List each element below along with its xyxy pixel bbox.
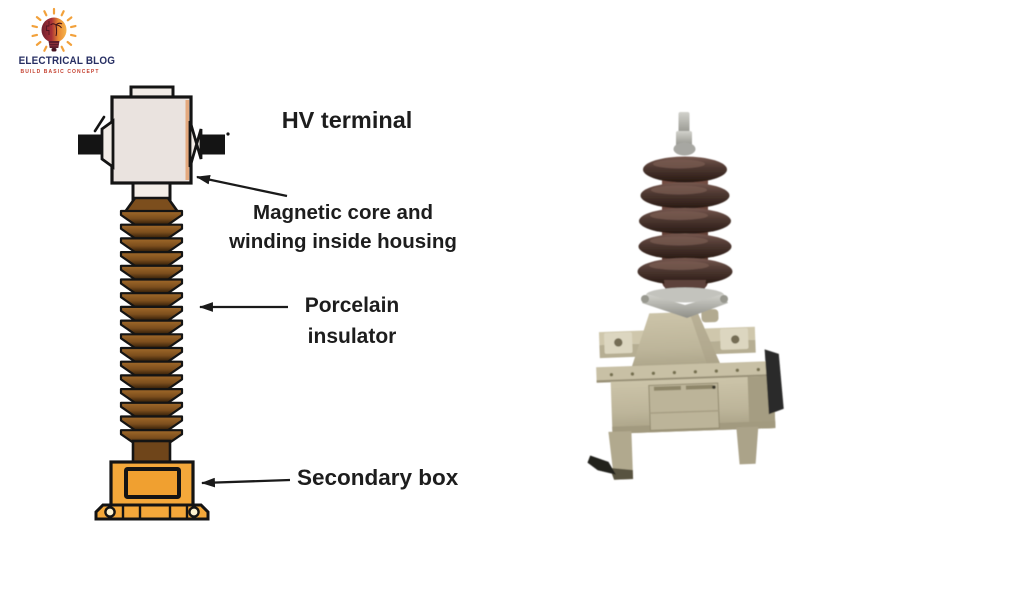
bolt-hole (188, 506, 200, 518)
logo: ELECTRICAL BLOG BUILD BASIC CONCEPT (12, 2, 116, 82)
cover-vent (685, 384, 713, 390)
photo-hv-stud (673, 112, 696, 156)
label-porcelain-insulator: Porcelain insulator (262, 290, 442, 352)
lightbulb-logo-icon (31, 7, 77, 52)
leader-arrows (195, 174, 291, 488)
pt-schematic (78, 85, 230, 521)
housing-box (110, 95, 193, 185)
label-porcelain-line1: Porcelain (304, 294, 400, 317)
bulb-tip (51, 48, 57, 52)
label-porcelain-line2: insulator (307, 325, 397, 348)
bracket-hole (614, 338, 623, 347)
cover-seam (649, 410, 719, 414)
photo-foot-bracket (587, 455, 616, 475)
transformer-photo (587, 112, 784, 480)
secondary-box-panel (124, 467, 181, 499)
photo-secondary-cover (648, 382, 720, 431)
left-bushing (100, 118, 115, 170)
secondary-box-drawing (94, 460, 210, 521)
bulb-base (48, 41, 60, 48)
cover-dot (712, 385, 716, 389)
stray-tick-mark (93, 115, 106, 133)
cover-vent (653, 385, 681, 391)
photo-left-leg (608, 431, 634, 480)
bulb-glass (41, 17, 67, 43)
logo-rays (31, 7, 77, 52)
bulb-palm-detail (50, 22, 63, 37)
photo-clamp-collar (641, 287, 728, 318)
photo-porcelain-sheds (637, 156, 733, 285)
hv-terminal-housing (78, 85, 225, 202)
left-hv-stud (78, 134, 105, 155)
label-magnetic-core-line1: Magnetic core and (253, 201, 433, 224)
logo-title: ELECTRICAL BLOG (18, 55, 116, 67)
porcelain-insulator-drawing (119, 196, 184, 468)
left-leg-foot (609, 467, 634, 480)
lid-edge (596, 374, 771, 383)
label-hv-terminal: HV terminal (281, 107, 413, 133)
right-hv-stud (199, 134, 225, 155)
bulb-circuit-detail (46, 21, 50, 35)
logo-tagline: BUILD BASIC CONCEPT (20, 69, 100, 75)
photo-tank-assembly (587, 309, 784, 480)
insulator-cap (122, 196, 181, 214)
bracket-hole (731, 335, 740, 344)
label-magnetic-core: Magnetic core and winding inside housing (226, 199, 460, 256)
photo-right-leg (736, 426, 759, 465)
label-magnetic-core-line2: winding inside housing (229, 229, 457, 253)
right-bushing (188, 120, 203, 168)
stray-dot (226, 132, 230, 136)
photo-dark-fitting (764, 349, 784, 415)
photo-side-nub (701, 309, 719, 323)
housing-edge-shade (185, 100, 189, 180)
label-secondary-box: Secondary box (297, 465, 459, 490)
arrow-magnetic-core (195, 174, 288, 198)
lid-bolts (609, 367, 761, 377)
bolt-hole (104, 506, 116, 518)
arrow-secondary-box (200, 477, 291, 488)
neck-shade (689, 311, 724, 372)
